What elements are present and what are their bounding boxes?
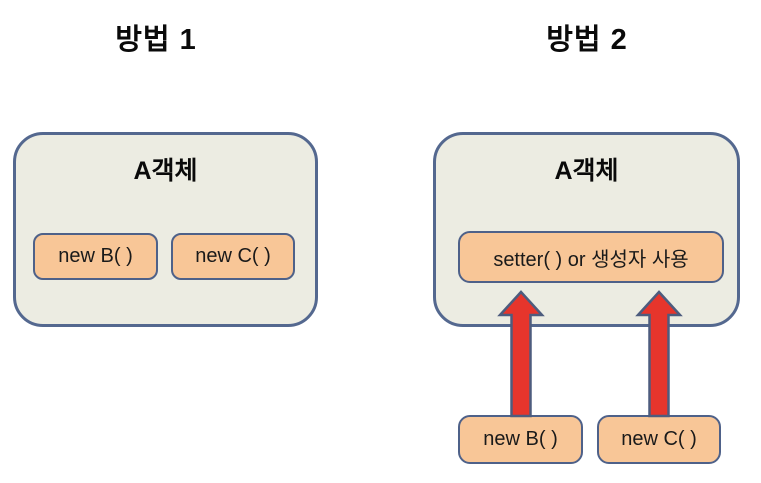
object-box-a-method-2: A객체 setter( ) or 생성자 사용 — [433, 132, 740, 327]
up-arrow-icon — [497, 290, 545, 418]
method-2-title: 방법 2 — [546, 24, 628, 56]
new-c-chip-method-1: new C( ) — [171, 233, 295, 280]
method-1-title: 방법 1 — [115, 24, 197, 56]
new-b-chip-method-2: new B( ) — [458, 415, 583, 464]
up-arrow-icon — [635, 290, 683, 418]
object-a-label: A객체 — [133, 157, 198, 185]
new-b-chip-method-1: new B( ) — [33, 233, 158, 280]
object-a-label: A객체 — [554, 157, 619, 185]
new-c-chip-method-2: new C( ) — [597, 415, 721, 464]
setter-or-constructor-chip: setter( ) or 생성자 사용 — [458, 231, 724, 283]
object-box-a-method-1: A객체 new B( ) new C( ) — [13, 132, 318, 327]
